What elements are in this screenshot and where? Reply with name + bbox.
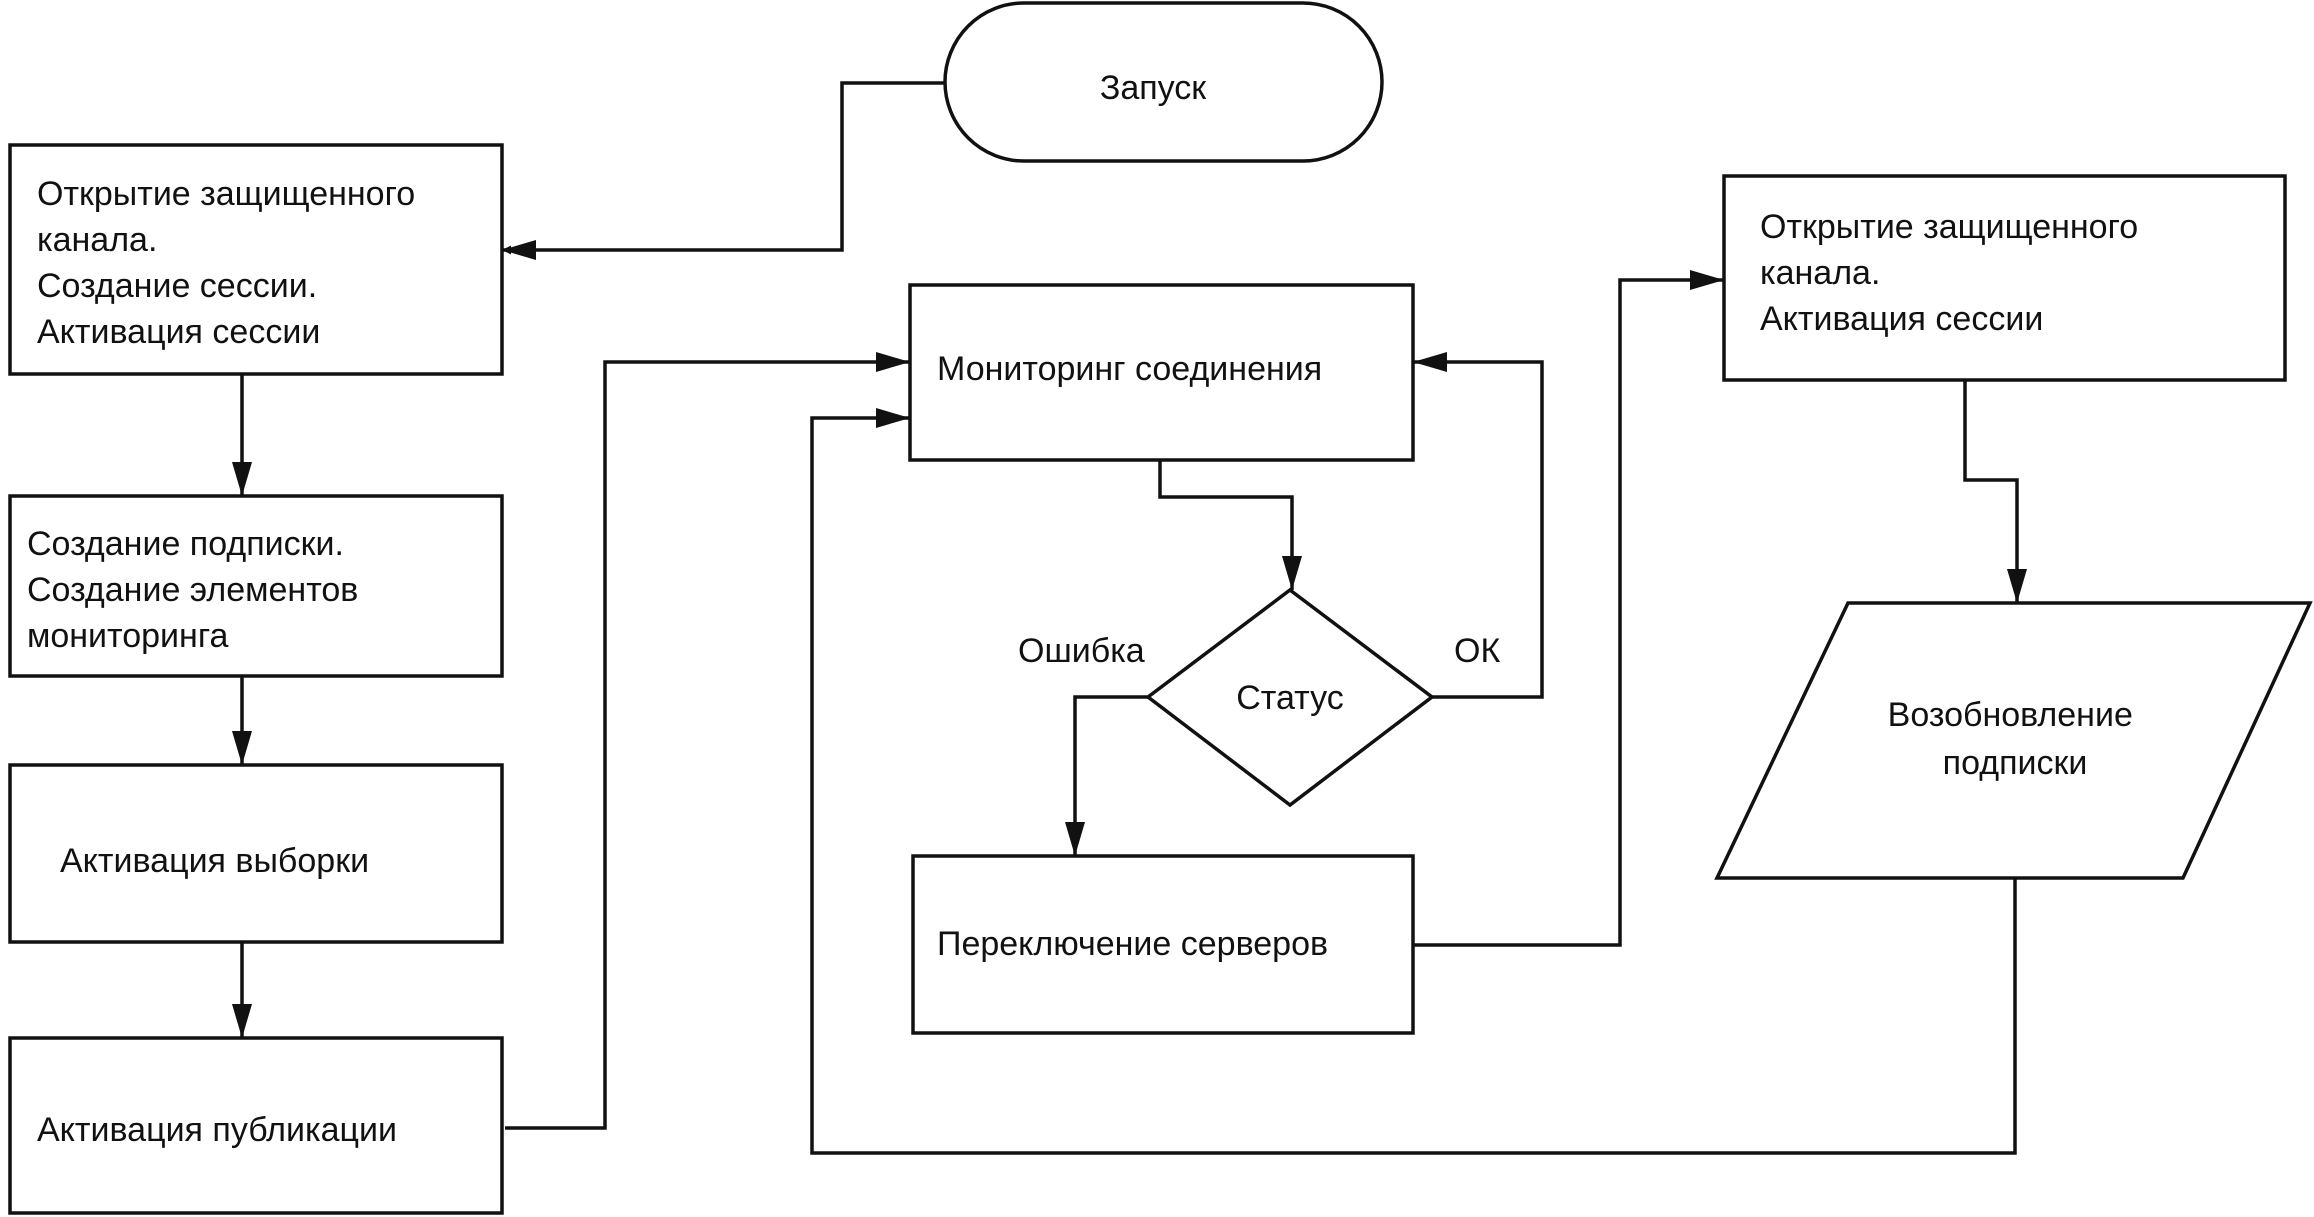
open-channel-right-text: Открытие защищенного канала. Активация с… bbox=[1760, 208, 2148, 338]
subscription-box: Создание подписки. Создание элементов мо… bbox=[8, 494, 504, 678]
arrow-resume-to-monitoring bbox=[810, 416, 2017, 1155]
arrow-open-right-to-resume bbox=[1963, 380, 2019, 603]
resume-subscription-text: Возобновление подписки bbox=[1888, 696, 2143, 782]
arrowhead bbox=[1413, 352, 1447, 372]
publishing-box: Активация публикации bbox=[8, 1036, 504, 1215]
open-channel-left-text: Открытие защищенного канала. Создание се… bbox=[37, 175, 425, 351]
connectors bbox=[240, 81, 2019, 1155]
open-right-line-2: канала. bbox=[1760, 254, 1880, 292]
arrowhead bbox=[1282, 556, 1302, 590]
status-label: Статус bbox=[1236, 679, 1343, 717]
subscription-line-3: мониторинга bbox=[27, 617, 228, 655]
subscription-line-2: Создание элементов bbox=[27, 571, 358, 609]
start-terminator: Запуск bbox=[943, 1, 1384, 163]
arrowhead bbox=[502, 240, 536, 260]
arrow-status-ok-to-monitoring bbox=[1413, 360, 1544, 699]
start-label: Запуск bbox=[1100, 69, 1207, 107]
open-channel-right-box: Открытие защищенного канала. Активация с… bbox=[1722, 174, 2287, 382]
switch-servers-box: Переключение серверов bbox=[911, 854, 1415, 1035]
open-channel-left-box: Открытие защищенного канала. Создание се… bbox=[8, 143, 504, 376]
ok-branch-label: ОК bbox=[1454, 632, 1500, 670]
arrowhead bbox=[876, 352, 910, 372]
arrow-status-error-to-switch bbox=[1073, 695, 1148, 856]
subscription-text: Создание подписки. Создание элементов мо… bbox=[27, 525, 368, 655]
error-branch-label: Ошибка bbox=[1018, 632, 1145, 670]
monitoring-label: Мониторинг соединения bbox=[937, 350, 1322, 388]
open-right-line-1: Открытие защищенного bbox=[1760, 208, 2138, 246]
sampling-label: Активация выборки bbox=[60, 842, 369, 880]
arrowhead bbox=[232, 1004, 252, 1038]
open-left-line-2: канала. bbox=[37, 221, 157, 259]
open-left-line-4: Активация сессии bbox=[37, 313, 320, 351]
arrow-start-to-open-left bbox=[502, 81, 945, 255]
arrow-monitoring-to-status bbox=[1158, 460, 1294, 590]
status-decision: Статус bbox=[1145, 587, 1435, 808]
arrowhead bbox=[876, 408, 910, 428]
open-left-line-1: Открытие защищенного bbox=[37, 175, 415, 213]
arrowhead bbox=[1690, 270, 1724, 290]
arrowhead bbox=[2007, 569, 2027, 603]
arrowhead bbox=[232, 731, 252, 765]
publishing-label: Активация публикации bbox=[37, 1111, 397, 1149]
arrowhead bbox=[232, 462, 252, 496]
monitoring-box: Мониторинг соединения bbox=[908, 283, 1415, 462]
arrowheads bbox=[232, 240, 2027, 1038]
arrow-publishing-to-monitoring bbox=[505, 360, 910, 1130]
subscription-line-1: Создание подписки. bbox=[27, 525, 344, 563]
switch-servers-label: Переключение серверов bbox=[937, 925, 1328, 963]
resume-line-1: Возобновление bbox=[1888, 696, 2133, 734]
open-left-line-3: Создание сессии. bbox=[37, 267, 317, 305]
sampling-box: Активация выборки bbox=[8, 763, 504, 944]
arrow-switch-to-open-right bbox=[1413, 278, 1724, 947]
resume-line-2: подписки bbox=[1943, 744, 2088, 782]
open-right-line-3: Активация сессии bbox=[1760, 300, 2043, 338]
resume-subscription-box: Возобновление подписки bbox=[1714, 601, 2313, 880]
arrowhead bbox=[1065, 822, 1085, 856]
